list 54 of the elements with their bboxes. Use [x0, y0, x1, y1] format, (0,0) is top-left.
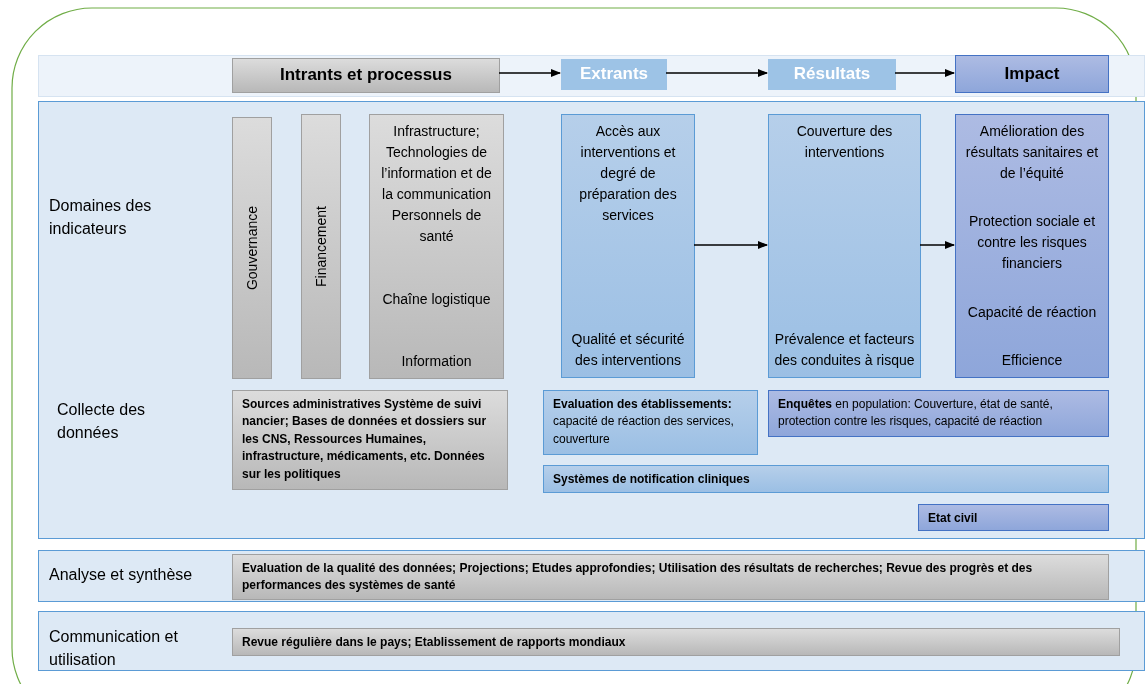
section-heading: Domaines des indicateurs — [49, 196, 153, 240]
indicator-label: Protection sociale et contre les risques financiers — [967, 212, 1097, 274]
indicator-label: Prévalence et facteurs des conduites à risque — [773, 330, 916, 370]
data-source-text: Evaluation de la qualité des données; Projections; Etudes approfondies; Utilisation des résultats de recherches; Revue des progrès et des performances des systèmes de santé — [242, 560, 1034, 595]
indicator-label: Capacité de réaction — [966, 302, 1098, 322]
indicator-box — [955, 114, 1109, 378]
activity-box — [232, 554, 1109, 600]
indicator-label: Chaîne logistique — [381, 289, 492, 309]
data-source-box — [918, 504, 1109, 531]
data-source-text: Evaluation des établissements: capacité de réaction des services, couverture — [553, 396, 735, 448]
indicator-box — [561, 114, 695, 378]
indicator-label: Gouvernance — [242, 205, 261, 291]
arrow — [894, 69, 955, 77]
arrow — [919, 241, 955, 249]
data-source-box — [543, 390, 758, 455]
indicator-label: Amélioration des résultats sanitaires et de l’équité — [964, 122, 1100, 183]
data-source-box — [543, 465, 1109, 493]
stage-label: Impact — [1004, 63, 1060, 85]
indicator-box — [768, 114, 921, 378]
stage-box — [955, 55, 1109, 93]
section-heading: Analyse et synthèse — [49, 565, 194, 585]
indicator-label: Information — [400, 352, 473, 371]
section-heading: Collecte des données — [57, 400, 147, 444]
stage-box — [561, 59, 667, 90]
stage-box — [232, 58, 500, 93]
stage-box — [768, 59, 896, 90]
header-band — [38, 55, 1145, 97]
data-source-text: Etat civil — [928, 510, 979, 527]
data-source-box — [232, 390, 508, 490]
stage-label: Extrants — [580, 64, 648, 85]
indicator-label: Infrastructure; Technologies de l’information et de la communication Personnels de santé — [380, 122, 493, 246]
arrow — [498, 69, 561, 77]
indicator-box — [232, 117, 272, 379]
indicator-label: Qualité et sécurité des interventions — [570, 330, 686, 370]
data-source-text: Revue régulière dans le pays; Etablissement de rapports mondiaux — [242, 634, 627, 651]
data-source-text: Sources administratives Système de suivi nancier; Bases de données et dossiers sur les CNS, Ressources Humaines, infrastructure, médicaments, etc. Données sur les politiques — [242, 396, 488, 483]
stage-label: Intrants et processus — [280, 65, 452, 86]
section-panel — [38, 101, 1145, 539]
data-source-text: Enquêtes en population: Couverture, état de santé, protection contre les risques, capacité de réaction — [778, 396, 1054, 431]
indicator-box — [369, 114, 504, 379]
indicator-box — [301, 114, 341, 379]
indicator-label: Accès aux interventions et degré de préparation des services — [578, 122, 678, 225]
data-source-box — [768, 390, 1109, 437]
stage-label: Résultats — [793, 64, 871, 85]
section-panel — [38, 611, 1145, 671]
data-source-text: Systèmes de notification cliniques — [553, 471, 751, 488]
indicator-label: Financement — [311, 206, 330, 287]
section-panel — [38, 550, 1145, 602]
indicator-label: Efficience — [1000, 351, 1064, 370]
arrow — [665, 69, 768, 77]
activity-box — [232, 628, 1120, 656]
arrow — [693, 241, 768, 249]
section-heading: Communication et utilisation — [49, 627, 179, 671]
indicator-label: Couverture des interventions — [795, 122, 894, 162]
